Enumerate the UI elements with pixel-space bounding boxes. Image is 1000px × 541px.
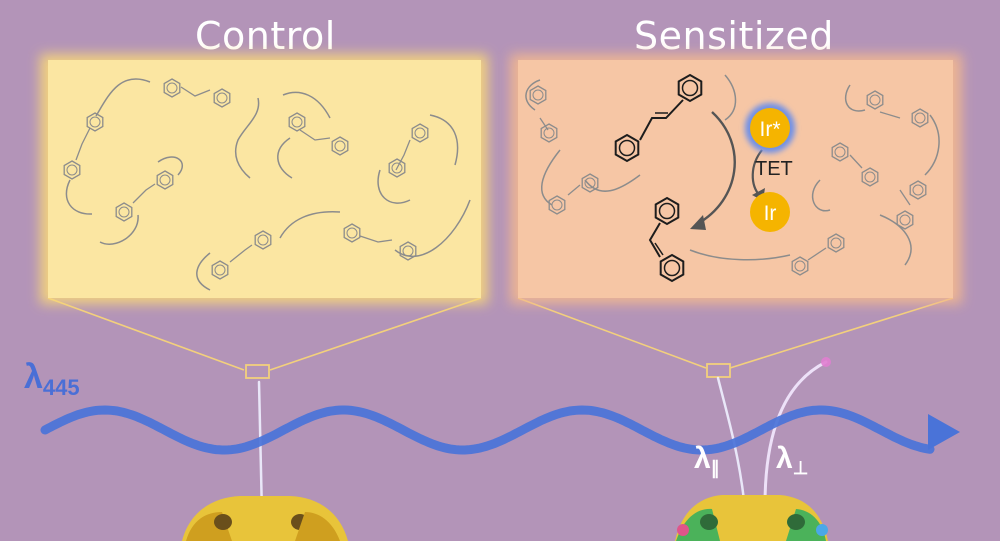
excitation-wave <box>40 405 960 455</box>
tet-label: TET <box>755 158 793 180</box>
sensitized-gripper <box>675 495 828 541</box>
ir-ground-circle <box>750 192 790 232</box>
control-polymer-chains <box>65 78 471 291</box>
ir-ground-label: Ir <box>764 202 777 225</box>
sensitized-title: Sensitized <box>634 14 834 58</box>
control-stilbene-links <box>75 86 411 263</box>
cis-stilbene <box>648 197 685 282</box>
wave-arrowhead <box>928 414 960 450</box>
sensitized-panel <box>510 54 962 304</box>
callout-lines <box>47 297 954 371</box>
control-zoom-box <box>245 364 270 379</box>
perpendicular-label: λ⊥ <box>776 442 808 478</box>
isomerization-arrowhead <box>690 215 706 230</box>
trans-stilbene <box>614 74 703 162</box>
ir-excited-circle <box>750 108 790 148</box>
control-panel <box>40 54 488 304</box>
isomerization-arrow <box>696 111 736 226</box>
sensitized-zoom-box <box>706 363 731 378</box>
sensitized-polymer-chains <box>525 74 940 266</box>
ir-excited-label: Ir* <box>760 118 781 141</box>
control-title: Control <box>195 14 336 58</box>
parallel-label: λ∥ <box>694 442 720 479</box>
excitation-wavelength-label: λ445 <box>24 358 80 400</box>
control-gripper <box>182 496 348 541</box>
